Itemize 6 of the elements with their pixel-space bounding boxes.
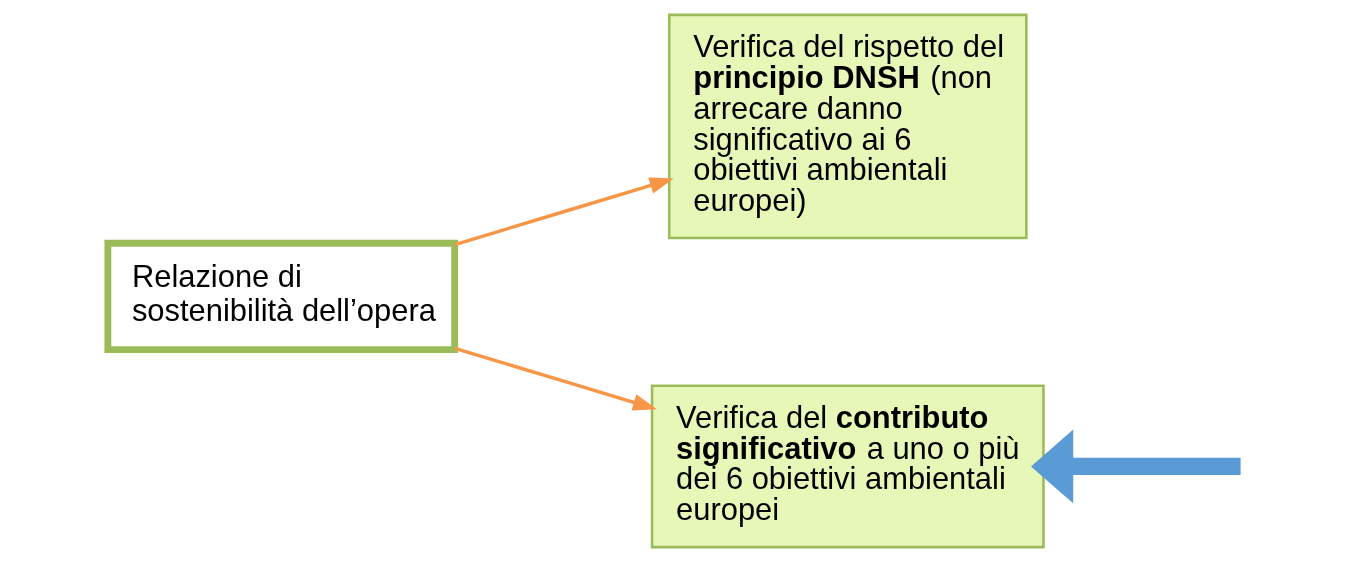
node-box: Relazione di sostenibilità dell’opera [104, 239, 459, 354]
arrow [1031, 429, 1241, 504]
node-box: Verifica del rispetto del principio DNSH (non arrecare danno significativo ai 6 obiettivi ambientali europei) [667, 13, 1028, 240]
arrow [454, 177, 674, 247]
node-box: Verifica del contributo significativo a uno o più dei 6 obiettivi ambientali europei [650, 384, 1045, 549]
arrow [454, 346, 657, 411]
